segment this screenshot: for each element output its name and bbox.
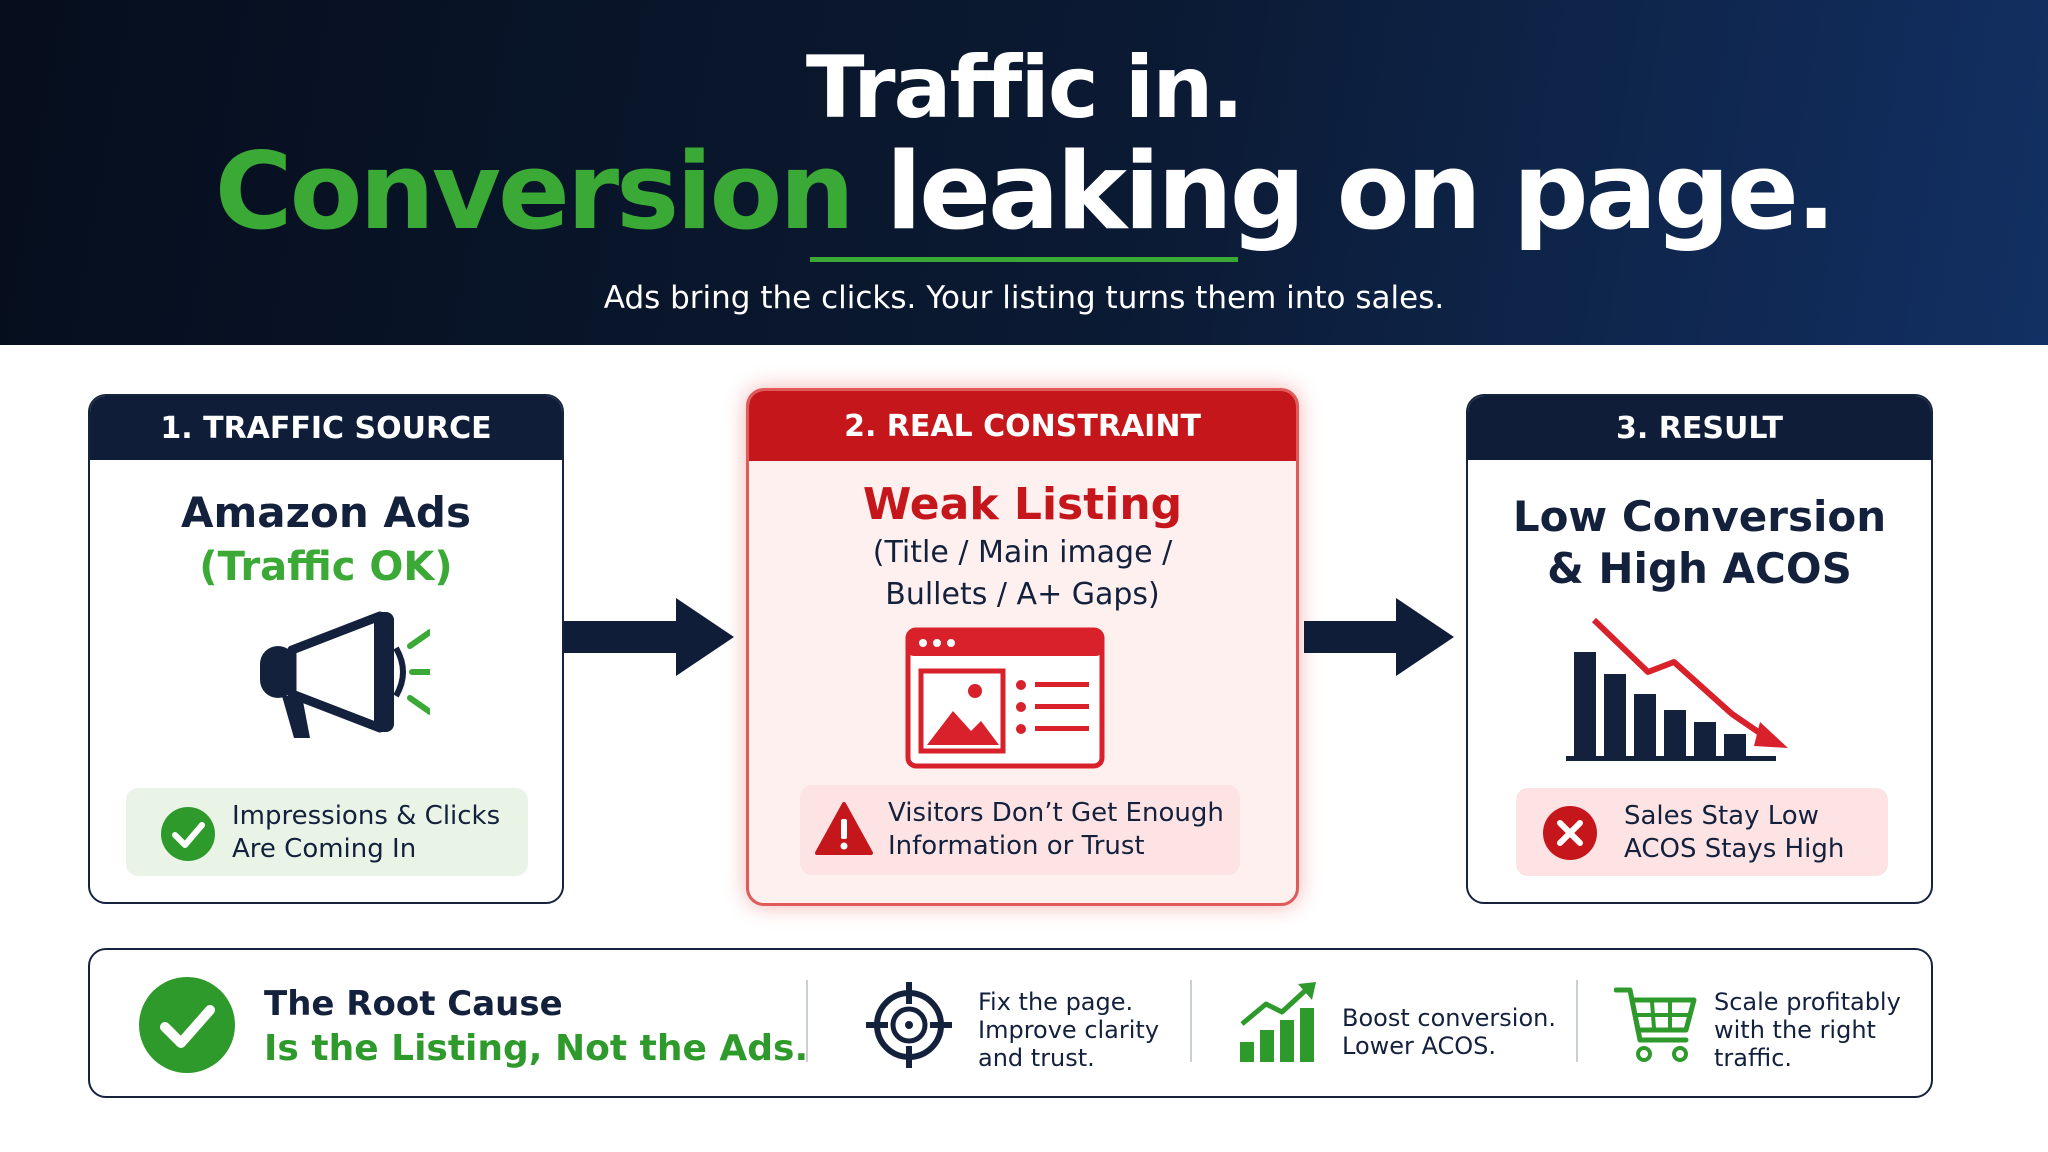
card-header: 3. RESULT <box>1468 396 1931 460</box>
status-line-2: Are Coming In <box>232 834 417 864</box>
divider <box>1190 980 1192 1062</box>
card-subtitle: (Traffic OK) <box>199 544 453 590</box>
card-title-line-2: & High ACOS <box>1547 544 1852 593</box>
step-line: Boost conversion. <box>1342 1004 1556 1032</box>
header-banner: Traffic in. Conversion leaking on page. … <box>0 0 2048 345</box>
divider <box>1576 980 1578 1062</box>
divider <box>806 980 808 1062</box>
step-line: with the right <box>1714 1016 1876 1044</box>
status-box: Sales Stay Low ACOS Stays High <box>1516 788 1888 876</box>
result-card: 3. RESULT Low Conversion & High ACOS Sal… <box>1466 394 1933 904</box>
card-detail-line-1: (Title / Main image / <box>872 535 1173 570</box>
real-constraint-card: 2. REAL CONSTRAINT Weak Listing (Title /… <box>746 388 1299 906</box>
listing-page-icon <box>905 627 1105 769</box>
step-line: Fix the page. <box>978 988 1134 1016</box>
card-header: 1. TRAFFIC SOURCE <box>90 396 562 460</box>
root-cause-subtitle: Is the Listing, Not the Ads. <box>264 1028 809 1069</box>
title-line-2: Conversion leaking on page. <box>0 130 2048 253</box>
title-rest: leaking on page. <box>885 130 1836 253</box>
status-text: Impressions & Clicks Are Coming In <box>232 800 500 866</box>
status-text: Sales Stay Low ACOS Stays High <box>1624 800 1844 866</box>
status-line-2: ACOS Stays High <box>1624 834 1845 864</box>
title-highlight: Conversion <box>214 130 855 253</box>
growth-chart-icon <box>1240 982 1316 1062</box>
traffic-source-card: 1. TRAFFIC SOURCE Amazon Ads (Traffic OK… <box>88 394 564 904</box>
title-line-1: Traffic in. <box>805 38 1244 138</box>
step-text: Scale profitably with the right traffic. <box>1714 988 1901 1072</box>
step-line: Lower ACOS. <box>1342 1032 1497 1060</box>
status-line-1: Sales Stay Low <box>1624 801 1819 831</box>
step-line: Improve clarity <box>978 1016 1160 1044</box>
root-cause-title: The Root Cause <box>264 984 563 1024</box>
declining-bar-chart-icon <box>1566 617 1788 761</box>
step-line: traffic. <box>1714 1044 1793 1072</box>
step-line: Scale profitably <box>1714 988 1901 1016</box>
status-box: Visitors Don’t Get Enough Information or… <box>800 785 1240 875</box>
status-line-2: Information or Trust <box>888 831 1145 861</box>
status-line-1: Impressions & Clicks <box>232 801 501 831</box>
flow-arrow-right <box>564 598 734 676</box>
check-circle-icon <box>161 807 215 861</box>
card-header: 2. REAL CONSTRAINT <box>749 391 1296 461</box>
step-text: Fix the page. Improve clarity and trust. <box>978 988 1159 1072</box>
x-circle-icon <box>1543 806 1597 860</box>
megaphone-icon <box>260 611 430 738</box>
card-title: Weak Listing <box>862 479 1183 530</box>
step-line: and trust. <box>978 1044 1095 1072</box>
step-text: Boost conversion. Lower ACOS. <box>1342 1004 1556 1060</box>
status-line-1: Visitors Don’t Get Enough <box>888 798 1224 828</box>
root-cause-bar: The Root Cause Is the Listing, Not the A… <box>88 948 1933 1098</box>
warning-triangle-icon <box>815 802 873 855</box>
status-box: Impressions & Clicks Are Coming In <box>126 788 528 876</box>
target-icon <box>866 982 952 1068</box>
subtitle: Ads bring the clicks. Your listing turns… <box>603 280 1445 316</box>
card-title-line-1: Low Conversion <box>1512 492 1887 541</box>
status-text: Visitors Don’t Get Enough Information or… <box>888 797 1224 863</box>
card-title: Amazon Ads <box>180 488 471 537</box>
title-underline <box>810 257 1238 262</box>
flow-arrow-right <box>1304 598 1454 676</box>
shopping-cart-icon <box>1614 987 1697 1062</box>
card-detail-line-2: Bullets / A+ Gaps) <box>885 577 1160 612</box>
check-circle-icon <box>139 977 235 1073</box>
